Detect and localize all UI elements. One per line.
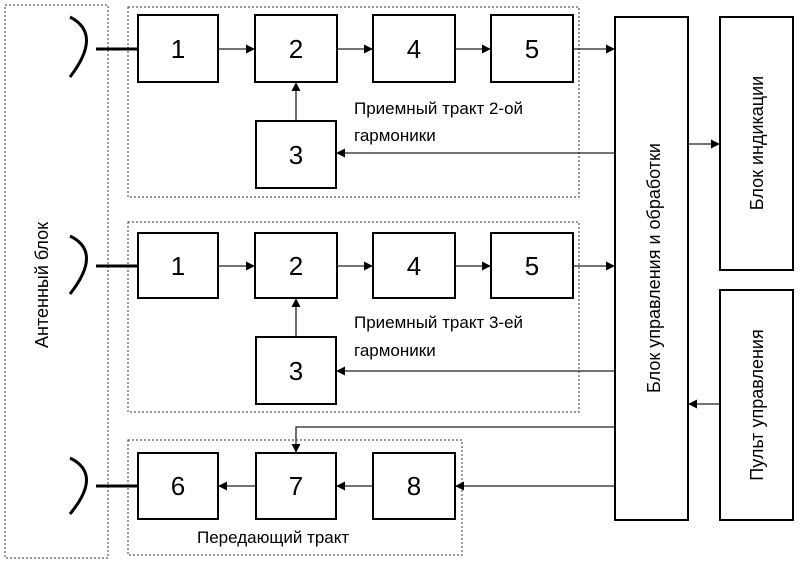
block-1-rx2	[137, 14, 219, 83]
block-8-label: 8	[407, 471, 421, 501]
antenna-block	[4, 4, 109, 559]
block-5-rx2-label: 5	[525, 34, 539, 64]
arrow-control-to-7	[291, 426, 614, 453]
indication-block	[719, 16, 794, 271]
receive-path-3rd-harmonic	[127, 221, 580, 413]
block-4-rx3-label: 4	[407, 251, 421, 281]
block-2-rx2-label: 2	[289, 34, 303, 64]
transmit-path	[127, 439, 463, 556]
receive-path-2nd-harmonic	[127, 6, 580, 198]
block-4-rx2-label: 4	[407, 34, 421, 64]
antenna-icon-1	[68, 15, 88, 78]
receive-path-2-caption-line2: гармоники	[354, 126, 436, 145]
antenna-icon-2	[68, 234, 88, 295]
control-panel-block-label: Пульт управления	[747, 329, 767, 480]
block-5-rx3	[490, 232, 574, 299]
block-2-rx2	[254, 14, 338, 83]
antenna-icon-3	[68, 456, 88, 515]
block-5-rx2	[490, 14, 574, 83]
receive-path-3-caption-line1: Приемный тракт 3-ей	[354, 313, 523, 332]
transmit-path-caption: Передающий тракт	[197, 528, 349, 547]
receive-path-3-caption-line2: гармоники	[354, 341, 436, 360]
block-2-rx3-label: 2	[289, 251, 303, 281]
control-processing-block-label: Блок управления и обработки	[644, 143, 664, 393]
block-7-label: 7	[289, 471, 303, 501]
indication-block-label: Блок индикации	[747, 76, 767, 210]
block-5-rx3-label: 5	[525, 251, 539, 281]
antenna-block-label: Антенный блок	[32, 222, 52, 348]
block-3-rx2-label: 3	[289, 140, 303, 170]
control-panel-block	[719, 289, 794, 521]
block-3-rx3-label: 3	[289, 356, 303, 386]
receive-path-2-caption-line1: Приемный тракт 2-ой	[354, 99, 523, 118]
block-1-rx2-label: 1	[171, 34, 185, 64]
block-6	[137, 452, 219, 520]
block-1-rx3-label: 1	[171, 251, 185, 281]
block-3-rx3	[255, 336, 337, 405]
block-6-label: 6	[171, 471, 185, 501]
block-7	[255, 452, 337, 520]
control-processing-block	[614, 16, 689, 521]
